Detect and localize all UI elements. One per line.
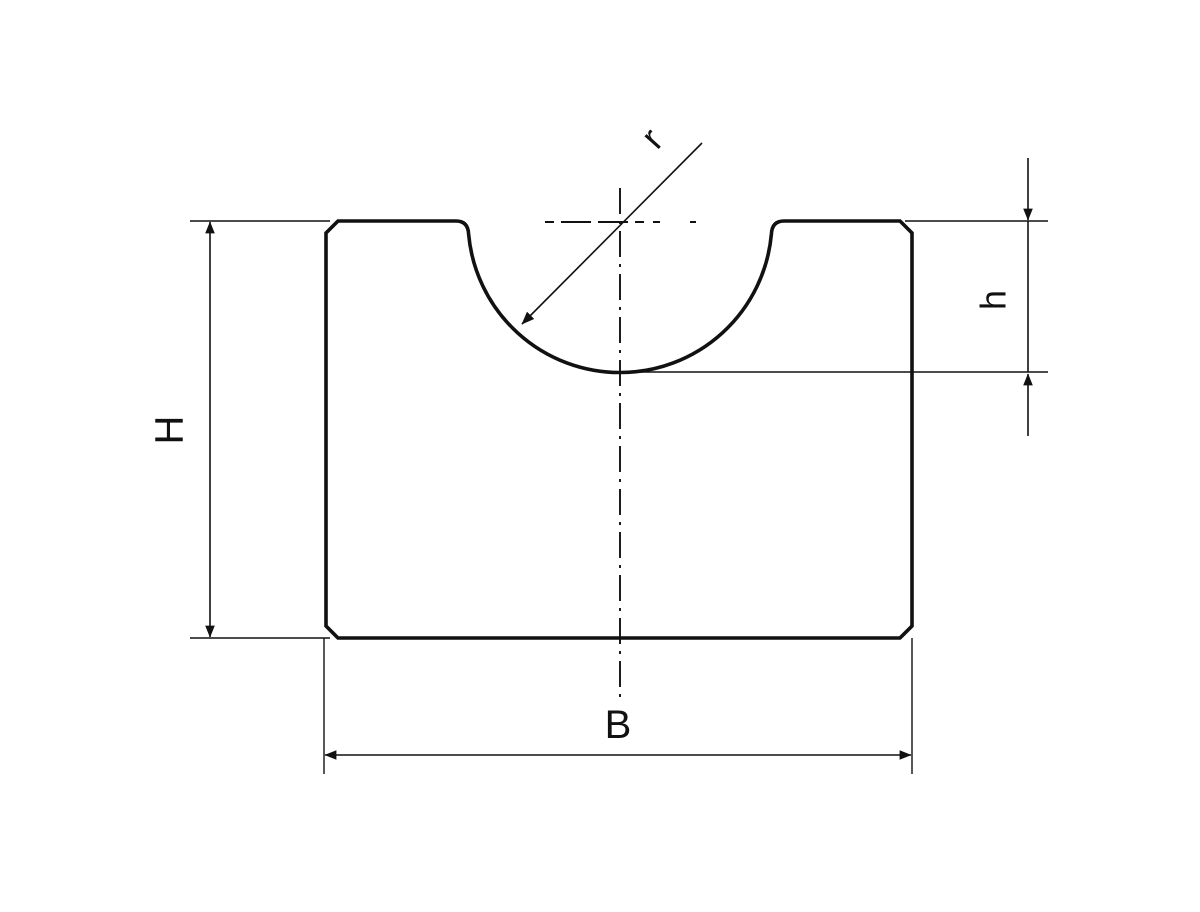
centerlines-group <box>545 188 696 700</box>
dimension-h: h <box>618 158 1048 436</box>
dimension-H: H <box>148 220 330 639</box>
part-outline-path <box>324 219 914 640</box>
dimension-r-leader-line <box>521 142 703 325</box>
dimension-h-label: h <box>973 290 1014 310</box>
dimension-B-label: B <box>605 703 632 747</box>
dimension-B: B <box>323 638 913 774</box>
part-outline-group <box>324 219 914 640</box>
dimension-H-label: H <box>148 416 192 445</box>
